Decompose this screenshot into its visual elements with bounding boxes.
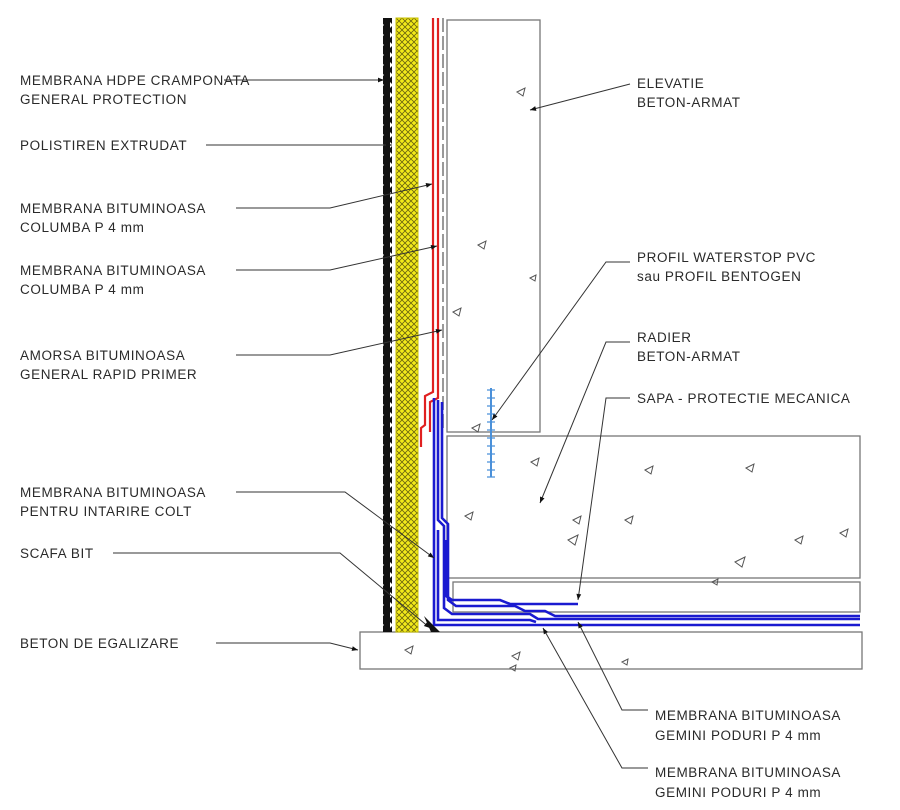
label-gemini2-line2: GEMINI PODURI P 4 mm [655, 785, 821, 800]
waterstop-profile [487, 388, 495, 478]
label-gemini1-line2: GEMINI PODURI P 4 mm [655, 728, 821, 743]
label-gemini1-line1: MEMBRANA BITUMINOASA [655, 708, 841, 723]
label-radier-line2: BETON-ARMAT [637, 349, 741, 364]
label-waterstop-line2: sau PROFIL BENTOGEN [637, 269, 801, 284]
xps-insulation [395, 17, 419, 633]
label-scafa: SCAFA BIT [20, 546, 94, 561]
columba-membranes [419, 18, 440, 447]
label-elevatie-line2: BETON-ARMAT [637, 95, 741, 110]
sapa-screed [452, 581, 861, 613]
beton-egalizare [359, 631, 863, 670]
label-egalizare: BETON DE EGALIZARE [20, 636, 179, 651]
aggregate-triangles [404, 87, 849, 672]
label-corner-line1: MEMBRANA BITUMINOASA [20, 485, 206, 500]
label-corner-line2: PENTRU INTARIRE COLT [20, 504, 192, 519]
gemini-membranes [432, 398, 860, 627]
label-columba1-line1: MEMBRANA BITUMINOASA [20, 201, 206, 216]
label-sapa: SAPA - PROTECTIE MECANICA [637, 391, 851, 406]
label-waterstop-line1: PROFIL WATERSTOP PVC [637, 250, 816, 265]
label-hdpe-line2: GENERAL PROTECTION [20, 92, 187, 107]
label-gemini2-line1: MEMBRANA BITUMINOASA [655, 765, 841, 780]
label-columba2-line1: MEMBRANA BITUMINOASA [20, 263, 206, 278]
label-radier-line1: RADIER [637, 330, 692, 345]
radier-slab [446, 435, 861, 579]
label-primer-line2: GENERAL RAPID PRIMER [20, 367, 197, 382]
hdpe-membrane [383, 18, 392, 632]
scafa-bit [424, 616, 440, 632]
leader-lines [113, 77, 648, 769]
label-columba1-line2: COLUMBA P 4 mm [20, 220, 144, 235]
label-elevatie-line1: ELEVATIE [637, 76, 704, 91]
elevatie-wall [446, 19, 541, 433]
label-xps: POLISTIREN EXTRUDAT [20, 138, 187, 153]
label-primer-line1: AMORSA BITUMINOASA [20, 348, 185, 363]
label-hdpe-line1: MEMBRANA HDPE CRAMPONATA [20, 73, 250, 88]
label-columba2-line2: COLUMBA P 4 mm [20, 282, 144, 297]
